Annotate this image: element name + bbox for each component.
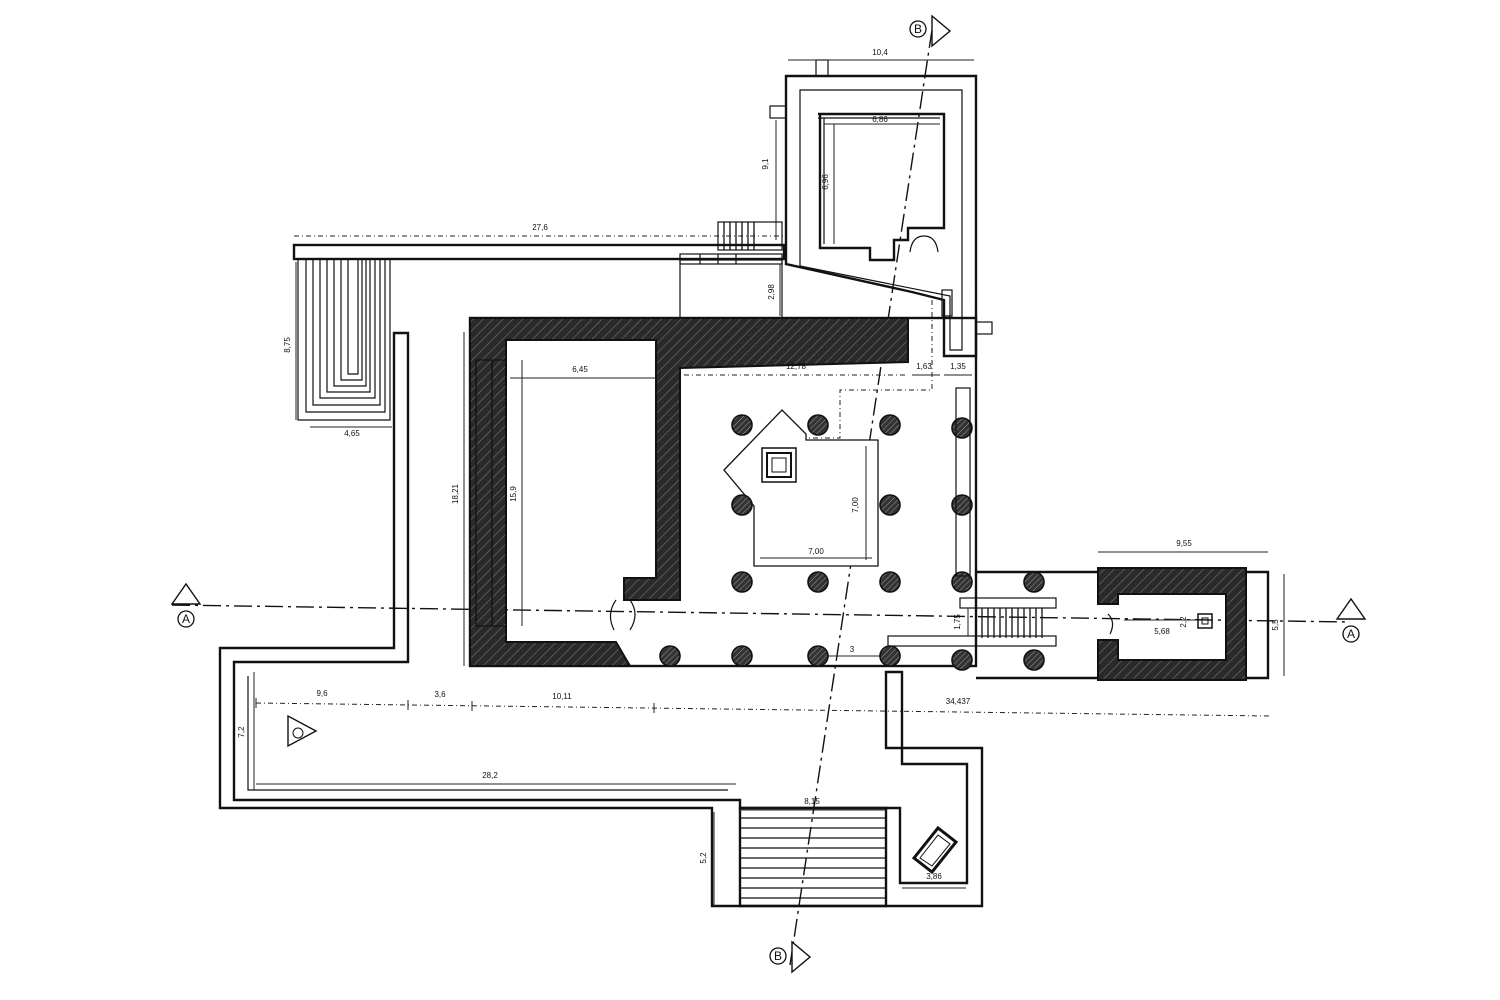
triangle-symbol-icon: [287, 714, 318, 748]
east-room-niche-icon: [1197, 613, 1213, 629]
svg-text:B: B: [774, 949, 782, 963]
upper-terrace-wall: [292, 243, 786, 261]
svg-text:5,2: 5,2: [699, 852, 708, 864]
svg-text:28,2: 28,2: [482, 771, 498, 780]
link-block: [679, 221, 783, 319]
svg-text:5,68: 5,68: [1154, 627, 1170, 636]
dimension-1-63: 1,63: [912, 362, 940, 376]
dimension-7-00-horizontal: 7,00: [760, 547, 872, 559]
svg-text:6,45: 6,45: [572, 365, 588, 374]
svg-text:6,96: 6,96: [821, 174, 830, 190]
svg-text:3,6: 3,6: [434, 690, 446, 699]
svg-text:12,78: 12,78: [786, 362, 807, 371]
dimension-3-86: 3,86: [902, 872, 966, 889]
dimension-1-35: 1,35: [944, 362, 972, 376]
upper-building-buttress-2: [769, 105, 787, 119]
dimension-8-15: 8,15: [740, 797, 886, 811]
svg-text:1,35: 1,35: [950, 362, 966, 371]
dimension-7-2: 7,2: [237, 672, 255, 790]
hall-door: [609, 599, 636, 631]
middle-stairs: [887, 597, 1057, 647]
svg-text:A: A: [182, 612, 190, 626]
dimension-9-55: 9,55: [1098, 539, 1268, 553]
svg-text:A: A: [1347, 627, 1355, 641]
svg-text:9,6: 9,6: [316, 689, 328, 698]
stepped-terraces: [297, 259, 391, 421]
svg-text:9,1: 9,1: [761, 158, 770, 170]
svg-text:8,15: 8,15: [804, 797, 820, 806]
svg-text:9,55: 9,55: [1176, 539, 1192, 548]
dimension-15-9: 15,9: [509, 360, 523, 626]
central-platform: [723, 409, 879, 567]
columns: [659, 414, 1045, 671]
main-hall-outline: [468, 316, 978, 668]
svg-text:7,2: 7,2: [237, 726, 246, 738]
svg-text:7,00: 7,00: [851, 497, 860, 513]
svg-text:34,437: 34,437: [946, 697, 971, 706]
east-room-hatched-wall: [1097, 567, 1247, 681]
svg-text:B: B: [914, 22, 922, 36]
inner-bench: [475, 359, 507, 627]
svg-text:6,86: 6,86: [872, 115, 888, 124]
svg-text:8,75: 8,75: [283, 337, 292, 353]
dimension-6-45: 6,45: [510, 365, 656, 379]
dimension-1-75: 1,75: [953, 608, 969, 636]
svg-text:10,11: 10,11: [552, 692, 572, 701]
svg-text:18,21: 18,21: [451, 483, 460, 504]
section-marker-a-left: A: [170, 582, 202, 628]
svg-text:1,63: 1,63: [916, 362, 932, 371]
dimension-5-2: 5,2: [699, 812, 715, 906]
svg-text:3,86: 3,86: [926, 872, 942, 881]
svg-text:27,6: 27,6: [532, 223, 548, 232]
dimension-chain-lower: 9,6 3,6 10,11 34,437: [255, 689, 1271, 717]
upper-building-buttress-1: [815, 59, 829, 77]
dimension-6-96: 6,96: [821, 124, 835, 244]
svg-text:5,5: 5,5: [1271, 619, 1280, 631]
section-marker-b-top: B: [909, 14, 952, 48]
svg-text:2,98: 2,98: [767, 284, 776, 300]
dimension-9-1: 9,1: [761, 120, 777, 240]
dimension-2-98: 2,98: [767, 264, 781, 316]
svg-text:10,4: 10,4: [872, 48, 888, 57]
upper-building-door: [909, 235, 939, 253]
dimension-8-75: 8,75: [283, 262, 297, 420]
right-wall-strip: [955, 387, 971, 577]
svg-text:3: 3: [850, 645, 855, 654]
hatched-wall-main: [469, 317, 909, 667]
upper-building-buttress-3: [941, 289, 953, 317]
lower-stairs: [738, 806, 888, 908]
dimension-5-5: 5,5: [1271, 574, 1285, 676]
section-marker-b-bottom: B: [769, 940, 812, 974]
outer-ramp-wall: [218, 331, 984, 908]
svg-text:2,2: 2,2: [1179, 616, 1188, 628]
dimension-6-86: 6,86: [824, 115, 940, 125]
dimension-27-6: 27,6: [294, 223, 784, 237]
upper-building-inner-room: [818, 112, 946, 262]
east-room-door: [1107, 613, 1114, 635]
svg-text:4,65: 4,65: [344, 429, 360, 438]
dimension-2-2: 2,2: [1179, 616, 1188, 628]
dimension-4-65: 4,65: [310, 426, 392, 438]
upper-building-buttress-4: [975, 321, 993, 335]
svg-text:1,75: 1,75: [953, 614, 962, 630]
dimension-12-78: 12,78: [684, 362, 908, 376]
svg-text:7,00: 7,00: [808, 547, 824, 556]
svg-text:15,9: 15,9: [509, 486, 518, 502]
section-line-a: [171, 604, 1351, 623]
section-marker-a-right: A: [1335, 597, 1367, 643]
dimension-7-00-vertical: 7,00: [851, 446, 867, 560]
dimension-5-68: 5,68: [1124, 619, 1196, 636]
connector-dashed-line: [808, 300, 933, 439]
dimension-28-2: 28,2: [256, 771, 736, 785]
upper-building-outline: [784, 74, 978, 358]
rotated-block-object: [911, 825, 959, 875]
dimension-18-21: 18,21: [451, 332, 465, 666]
dimension-10-4: 10,4: [788, 48, 974, 61]
